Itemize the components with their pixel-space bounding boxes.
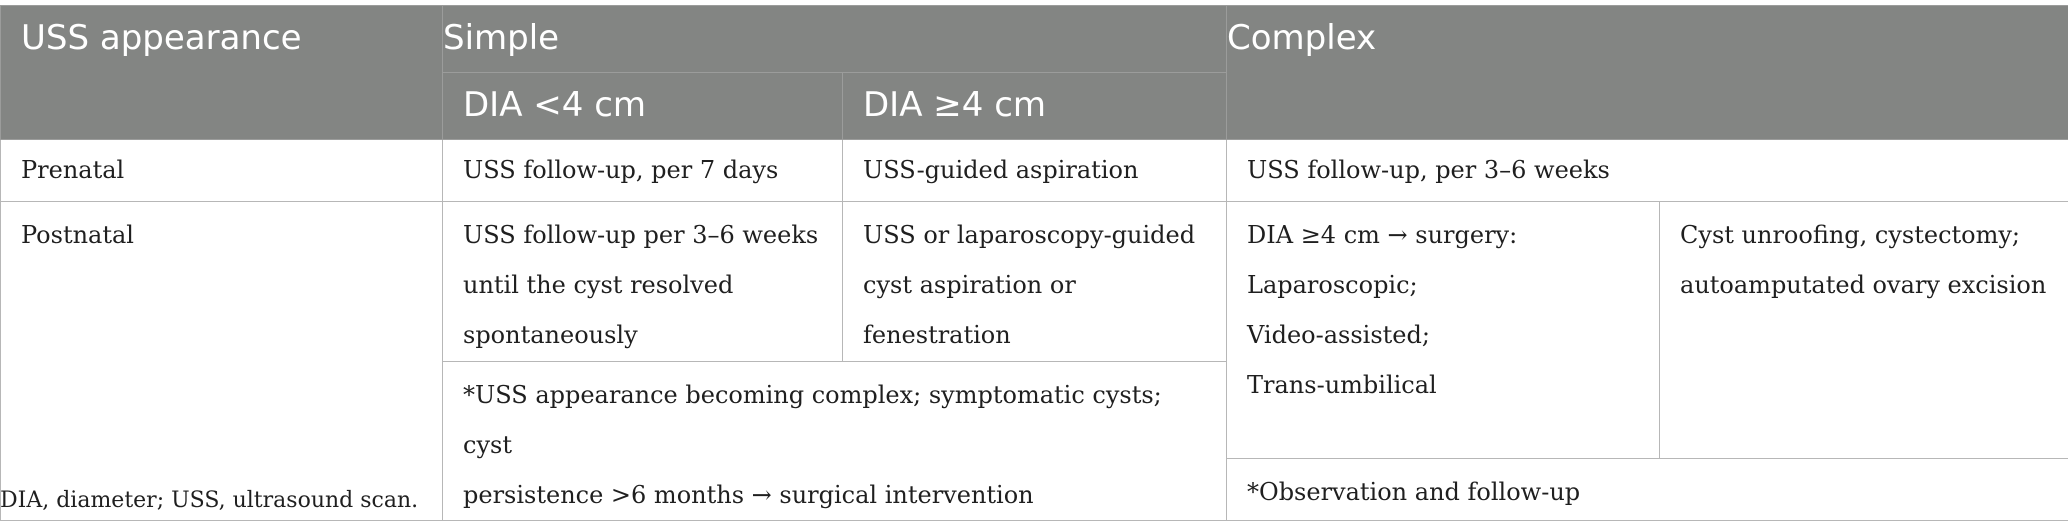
table-row-postnatal-note: *USS appearance becoming complex; sympto… (1, 361, 2068, 521)
cell-prenatal-complex: USS follow-up, per 3–6 weeks (1226, 139, 2068, 202)
text-line: Trans-umbilical (1247, 371, 1437, 399)
text-line: persistence >6 months → surgical interve… (463, 481, 1034, 509)
text-line: cyst aspiration or (863, 271, 1076, 299)
text-line: DIA ≥4 cm → surgery: (1247, 221, 1518, 249)
cell-prenatal-simple-small: USS follow-up, per 7 days (442, 139, 843, 202)
text-line: autoamputated ovary excision (1680, 271, 2047, 299)
cell-postnatal-complex-procedures: Cyst unroofing, cystectomy; autoamputate… (1659, 201, 2068, 459)
text-line: spontaneously (463, 321, 638, 349)
text-line: USS or laparoscopy-guided (863, 221, 1196, 249)
text-line: fenestration (863, 321, 1011, 349)
header-simple: Simple (441, 5, 1228, 73)
cyst-management-table: USS appearance Simple Complex DIA <4 cm … (0, 5, 2068, 521)
header-complex: Complex (1226, 5, 2068, 140)
text-line: Cyst unroofing, cystectomy; (1680, 221, 2020, 249)
cell-postnatal-complex-surgery: DIA ≥4 cm → surgery: Laparoscopic; Video… (1226, 201, 1661, 459)
cell-prenatal-simple-large: USS-guided aspiration (841, 139, 1228, 202)
header-dia-small: DIA <4 cm (442, 72, 843, 140)
table-footnote: DIA, diameter; USS, ultrasound scan. (0, 488, 419, 513)
header-dia-large: DIA ≥4 cm (841, 72, 1228, 140)
cell-postnatal-complex-note: *Observation and follow-up (1226, 458, 2068, 521)
cell-postnatal-simple-large: USS or laparoscopy-guided cyst aspiratio… (841, 201, 1228, 362)
text-line: until the cyst resolved (463, 271, 734, 299)
text-line: Video-assisted; (1247, 321, 1430, 349)
row-label-prenatal: Prenatal (0, 139, 443, 202)
header-uss-appearance: USS appearance (0, 5, 443, 140)
text-line: USS follow-up per 3–6 weeks (463, 221, 819, 249)
row-label-postnatal: Postnatal (0, 201, 443, 521)
table-row-postnatal: Postnatal USS follow-up per 3–6 weeks un… (0, 201, 2068, 521)
table-row-postnatal-observation: *Observation and follow-up (1, 458, 2068, 521)
cell-postnatal-simple-small: USS follow-up per 3–6 weeks until the cy… (442, 201, 843, 362)
table-row-prenatal: Prenatal USS follow-up, per 7 days USS-g… (0, 139, 2068, 202)
text-line: Laparoscopic; (1247, 271, 1418, 299)
cell-postnatal-simple-note: *USS appearance becoming complex; sympto… (441, 361, 1228, 521)
text-line: *USS appearance becoming complex; sympto… (463, 381, 1162, 459)
